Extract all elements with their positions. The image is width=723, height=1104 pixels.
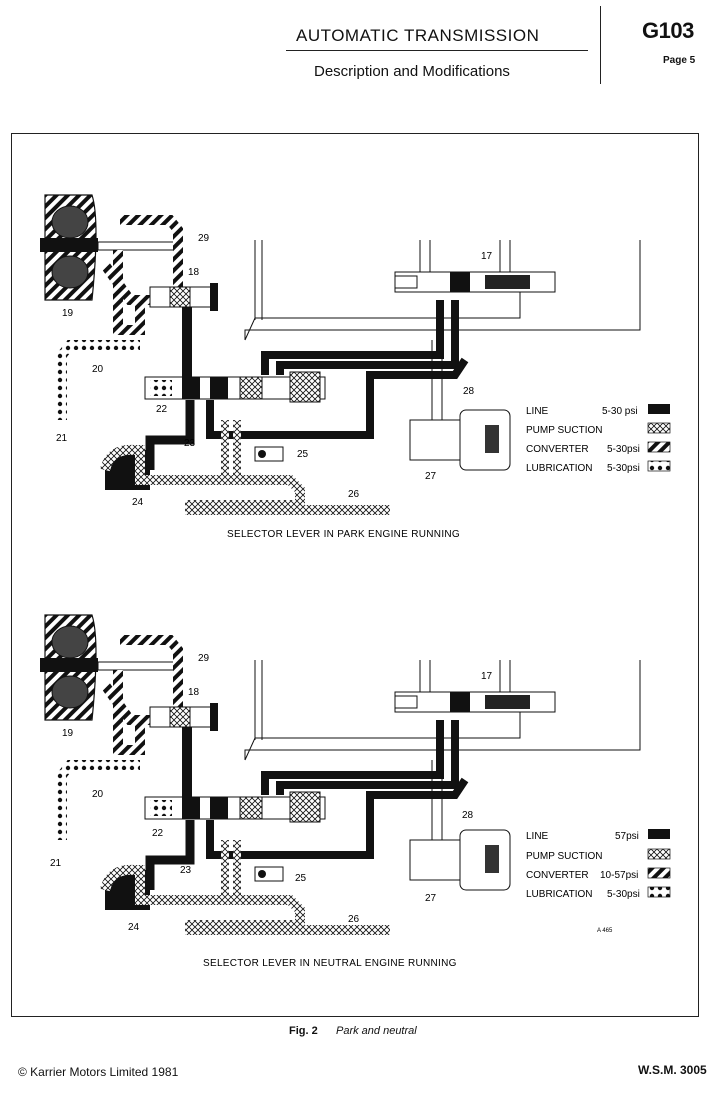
- label-24: 24: [128, 922, 140, 933]
- label-19: 19: [62, 308, 74, 319]
- label-23: 23: [180, 865, 192, 876]
- label-23: 23: [184, 438, 196, 449]
- label-24: 24: [132, 497, 144, 508]
- page-number: Page 5: [663, 55, 696, 66]
- legend-lubrication-swatch: [647, 460, 671, 472]
- drawing-ref: A 465: [597, 928, 613, 934]
- legend-lubrication: LUBRICATION: [526, 889, 593, 900]
- label-27: 27: [425, 893, 437, 904]
- section-code: G103: [642, 18, 694, 43]
- label-26: 26: [348, 489, 360, 500]
- legend-suction-swatch: [647, 422, 671, 434]
- label-21: 21: [50, 858, 62, 869]
- legend-line-value: 5-30 psi: [602, 406, 638, 417]
- label-17: 17: [481, 671, 493, 682]
- label-27: 27: [425, 471, 437, 482]
- legend-suction-swatch: [647, 848, 671, 860]
- legend-converter: CONVERTER: [526, 444, 589, 455]
- label-29: 29: [198, 233, 210, 244]
- figure-number: Fig. 2: [289, 1025, 318, 1037]
- caption-neutral: SELECTOR LEVER IN NEUTRAL ENGINE RUNNING: [203, 958, 457, 969]
- label-25: 25: [297, 449, 309, 460]
- header-rule: [286, 50, 588, 51]
- legend-line-swatch: [648, 404, 670, 414]
- label-18: 18: [188, 267, 200, 278]
- figure-frame: [11, 133, 699, 1017]
- label-20: 20: [92, 364, 104, 375]
- label-28: 28: [462, 810, 474, 821]
- legend-converter-swatch: [647, 867, 671, 879]
- legend-converter-value: 10-57psi: [600, 870, 638, 881]
- label-26: 26: [348, 914, 360, 925]
- header-divider: [600, 6, 601, 84]
- label-20: 20: [92, 789, 104, 800]
- legend-lubrication-value: 5-30psi: [607, 463, 640, 474]
- label-28: 28: [463, 386, 475, 397]
- legend-converter: CONVERTER: [526, 870, 589, 881]
- label-18: 18: [188, 687, 200, 698]
- label-29: 29: [198, 653, 210, 664]
- legend-line: LINE: [526, 406, 549, 417]
- label-19: 19: [62, 728, 74, 739]
- label-22: 22: [152, 828, 164, 839]
- legend-line-swatch: [648, 829, 670, 839]
- legend-converter-swatch: [647, 441, 671, 453]
- caption-park: SELECTOR LEVER IN PARK ENGINE RUNNING: [227, 529, 460, 540]
- legend-suction: PUMP SUCTION: [526, 425, 603, 436]
- label-25: 25: [295, 873, 307, 884]
- label-17: 17: [481, 251, 493, 262]
- manual-ref: W.S.M. 3005: [638, 1063, 707, 1077]
- legend-converter-value: 5-30psi: [607, 444, 640, 455]
- figure-title: Park and neutral: [336, 1025, 417, 1037]
- header-title: AUTOMATIC TRANSMISSION: [296, 26, 540, 45]
- label-22: 22: [156, 404, 168, 415]
- copyright: © Karrier Motors Limited 1981: [18, 1065, 179, 1079]
- header-subtitle: Description and Modifications: [314, 63, 510, 80]
- legend-line-value: 57psi: [615, 831, 639, 842]
- legend-suction: PUMP SUCTION: [526, 851, 603, 862]
- park-diagram: 29 18 19 17 20 22 28 21 23 25 27 24 26 L…: [40, 195, 671, 540]
- legend-lubrication-swatch: [647, 886, 671, 898]
- label-21: 21: [56, 433, 68, 444]
- legend-lubrication: LUBRICATION: [526, 463, 593, 474]
- neutral-diagram: 29 18 19 17 20 22 28 21 23 25 27 24 26 L…: [40, 615, 671, 969]
- legend-lubrication-value: 5-30psi: [607, 889, 640, 900]
- legend-line: LINE: [526, 831, 549, 842]
